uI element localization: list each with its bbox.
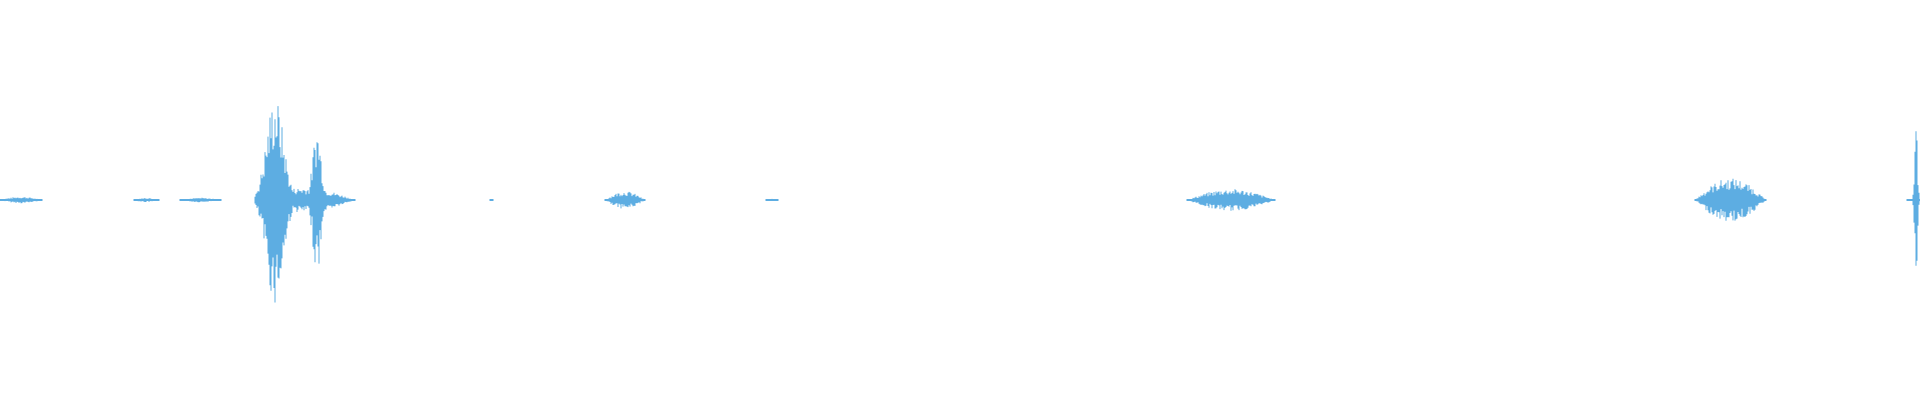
- waveform-segment: [133, 198, 160, 202]
- waveform-path: [179, 197, 222, 203]
- waveform-path: [254, 106, 356, 303]
- waveform-path: [133, 198, 160, 202]
- waveform-path: [765, 198, 779, 201]
- waveform-path: [489, 199, 494, 201]
- waveform-path: [1906, 131, 1920, 266]
- waveform-path: [1694, 178, 1767, 221]
- waveform-segment: [254, 106, 356, 303]
- waveform-segment: [0, 197, 43, 204]
- waveform-segment: [1906, 131, 1920, 266]
- waveform-segment: [1694, 178, 1767, 221]
- waveform-path: [604, 191, 646, 209]
- waveform-path: [0, 197, 43, 204]
- waveform-segment: [604, 191, 646, 209]
- waveform-segment: [179, 197, 222, 203]
- waveform-path: [1186, 189, 1276, 211]
- waveform-segment: [1186, 189, 1276, 211]
- waveform-segment: [765, 198, 779, 201]
- waveform-segment: [489, 199, 494, 201]
